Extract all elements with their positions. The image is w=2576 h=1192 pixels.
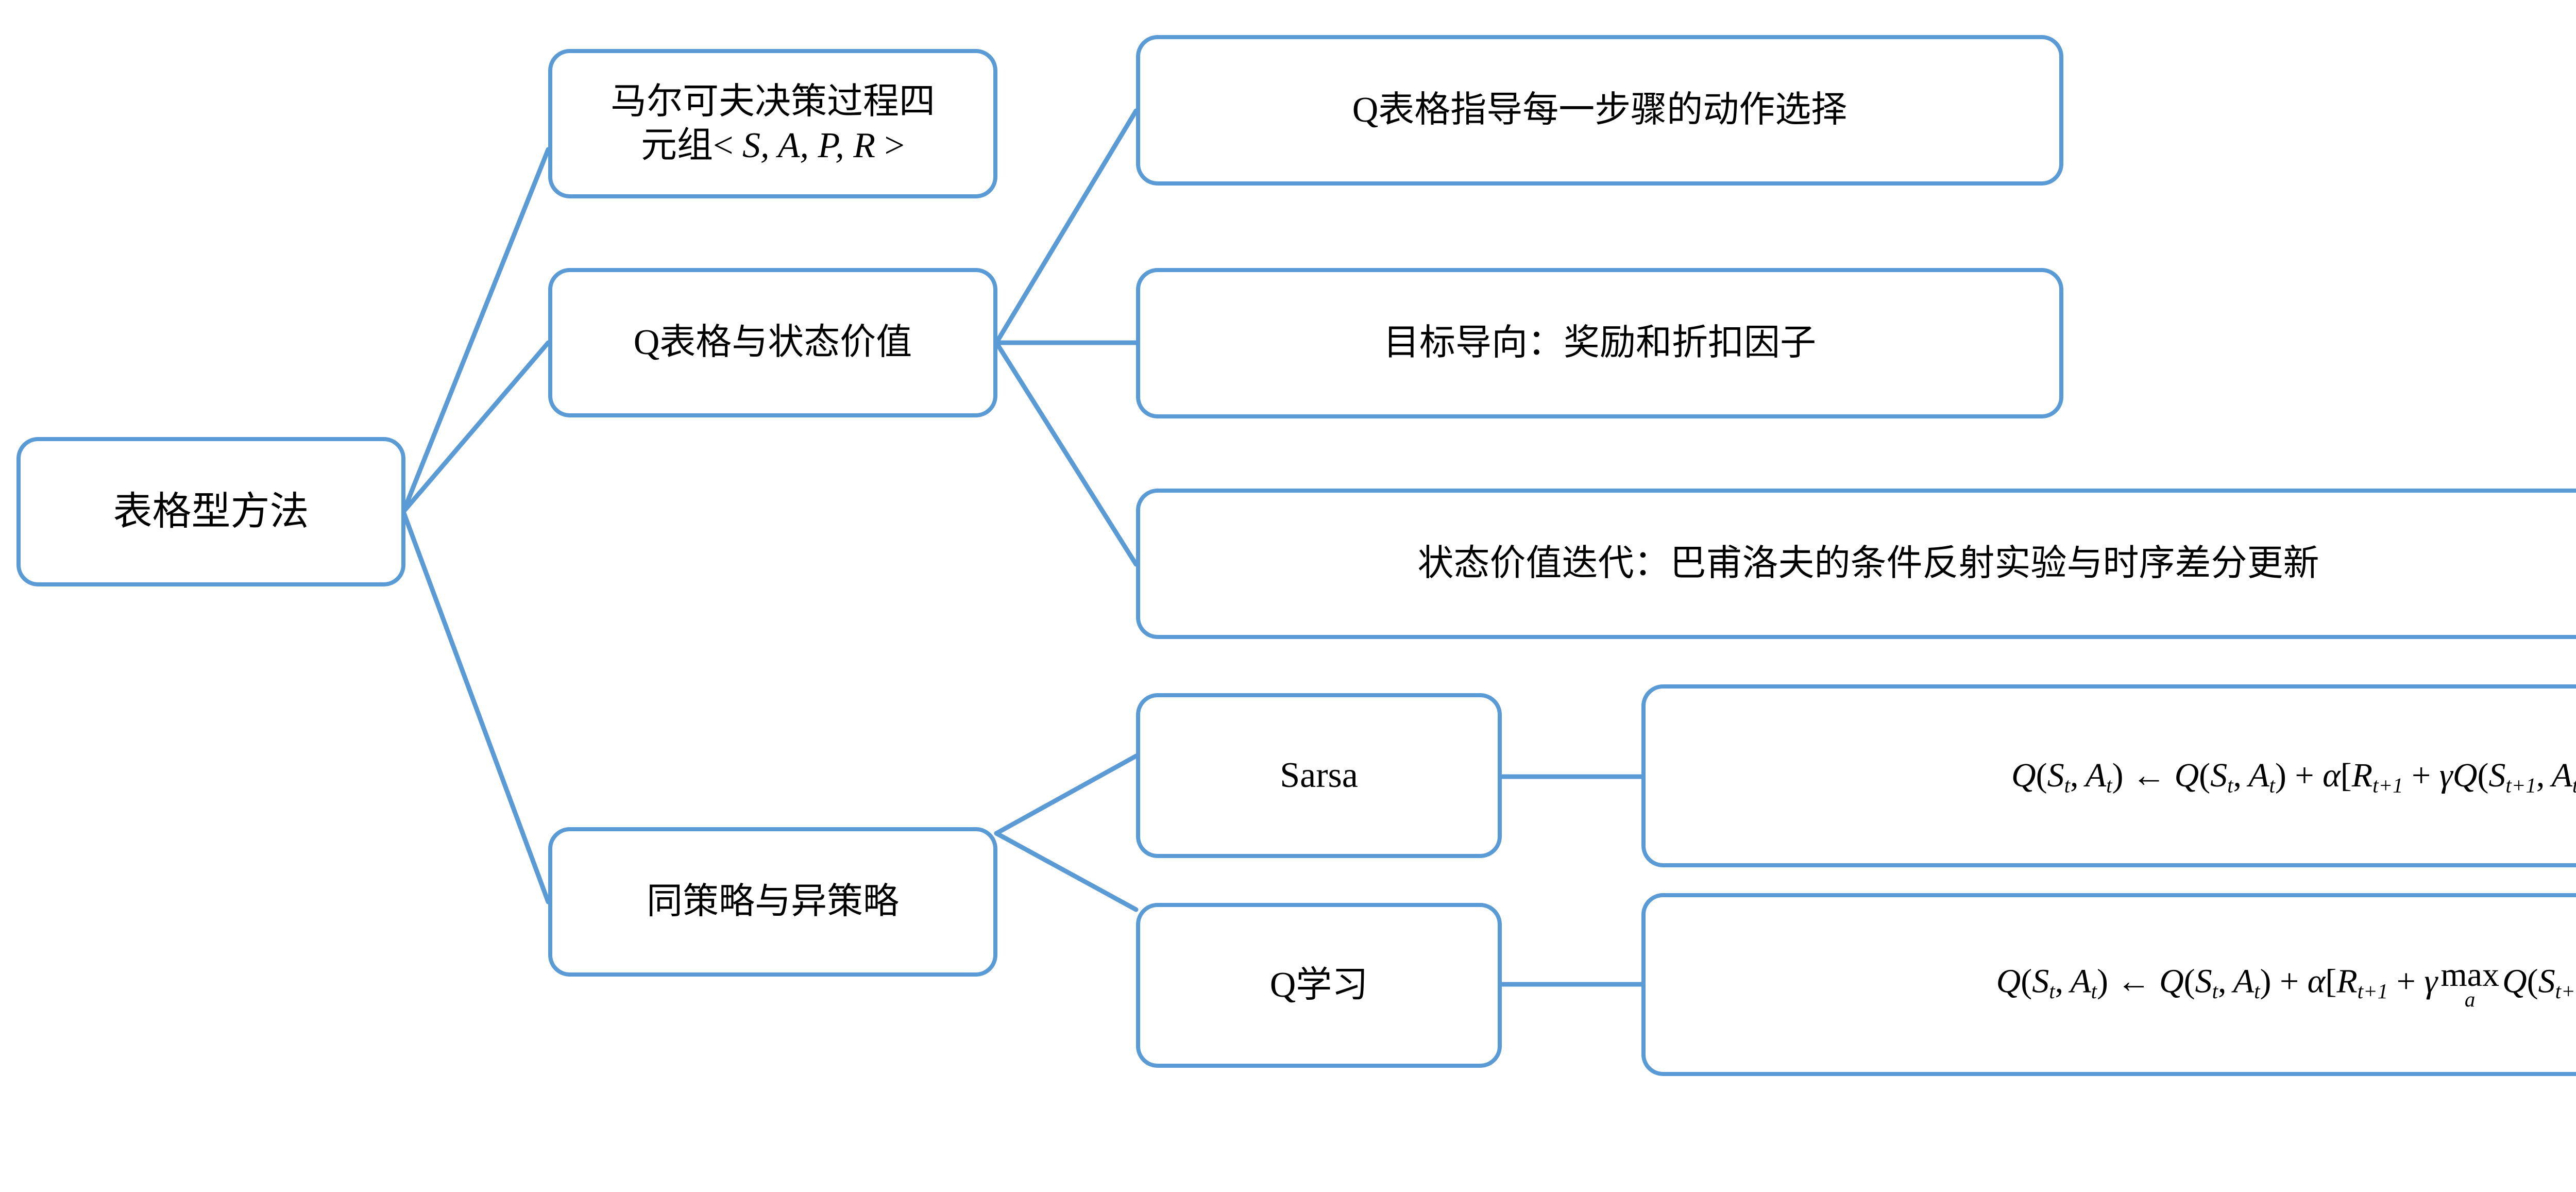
connector-root-to-onoff [401,509,551,904]
ql-tok-s1-sub: t [2049,980,2055,1003]
ql-tok-r: R [2336,962,2358,1000]
sarsa-tok-s2: S [2210,757,2228,795]
sarsa-tok-q3: Q [2452,757,2478,795]
sarsa-tok-r-sub: t+1 [2372,774,2403,797]
sarsa-tok-alpha: α [2323,757,2341,795]
sarsa-tok-s1: S [2047,757,2064,795]
ql-tok-q3: Q [2502,962,2527,1000]
ql-tok-a2: A [2233,962,2255,1000]
node-on-off-policy[interactable]: 同策略与异策略 [548,827,997,977]
node-q-table-state-value[interactable]: Q表格与状态价值 [548,268,997,417]
connector-onoff-to-qlearn [994,831,1139,912]
node-mdp-line2-prefix: 元组< [641,126,742,165]
ql-tok-s3-sub: t+1 [2555,980,2576,1003]
sarsa-tok-lb: [ [2340,757,2352,795]
sarsa-tok-a2: A [2248,757,2269,795]
node-root[interactable]: 表格型方法 [16,437,405,586]
node-q-learning-label: Q学习 [1269,965,1368,1005]
sarsa-tok-rp1: ) [2112,757,2124,795]
ql-tok-c2: , [2218,962,2227,1000]
sarsa-tok-r: R [2351,757,2373,795]
ql-tok-rp2: ) [2260,962,2272,1000]
node-sarsa-formula[interactable]: Q(St, At) ← Q(St, At) + α[Rt+1 + γQ(St+1… [1641,684,2576,867]
sarsa-tok-s3-sub: t+1 [2505,774,2536,797]
ql-tok-lb: [ [2325,962,2337,1000]
ql-tok-s2: S [2195,962,2212,1000]
node-sarsa-label: Sarsa [1280,756,1358,796]
ql-tok-a1-sub: t [2091,980,2097,1003]
node-mdp-label: 马尔可夫决策过程四 元组< S, A, P, R > [599,80,946,168]
ql-tok-s1: S [2032,962,2049,1000]
sarsa-tok-rp2: ) [2275,757,2286,795]
sarsa-tok-a3-sub: t+1 [2572,774,2576,797]
sarsa-tok-lp2: ( [2199,757,2211,795]
sarsa-tok-arrow: ← [2131,757,2166,795]
sarsa-tok-c1: , [2070,757,2079,795]
sarsa-tok-q1: Q [2011,757,2036,795]
ql-tok-max: max [2441,956,2499,994]
sarsa-tok-c2: , [2233,757,2242,795]
sarsa-tok-s1-sub: t [2064,774,2071,797]
node-mdp-line2: 元组< S, A, P, R > [641,126,905,165]
node-mdp[interactable]: 马尔可夫决策过程四 元组< S, A, P, R > [548,49,997,198]
ql-tok-c1: , [2055,962,2064,1000]
sarsa-tok-lp3: ( [2477,757,2489,795]
node-root-label: 表格型方法 [113,490,309,533]
node-state-value-iteration-label: 状态价值迭代：巴甫洛夫的条件反射实验与时序差分更新 [1417,544,2319,584]
ql-tok-lp3: ( [2527,962,2538,1000]
sarsa-formula-expression: Q(St, At) ← Q(St, At) + α[Rt+1 + γQ(St+1… [2000,755,2576,797]
ql-tok-a2-sub: t [2254,980,2260,1003]
node-on-off-policy-label: 同策略与异策略 [647,882,899,922]
ql-tok-s2-sub: t [2212,980,2218,1003]
node-q-table-action-label: Q表格指导每一步骤的动作选择 [1352,90,1848,130]
sarsa-tok-lp1: ( [2036,757,2047,795]
sarsa-tok-a2-sub: t [2269,774,2275,797]
node-state-value-iteration[interactable]: 状态价值迭代：巴甫洛夫的条件反射实验与时序差分更新 [1136,489,2576,639]
node-mdp-line1: 马尔可夫决策过程四 [611,81,935,122]
ql-tok-a1: A [2070,962,2091,1000]
connector-qtable-to-svi [994,340,1139,567]
node-sarsa[interactable]: Sarsa [1136,693,1502,858]
ql-tok-plus1: + [2279,962,2299,1000]
node-mdp-line2-suffix: > [875,126,905,165]
ql-tok-r-sub: t+1 [2357,980,2388,1003]
sarsa-tok-gamma: γ [2439,757,2453,795]
sarsa-tok-s2-sub: t [2227,774,2233,797]
sarsa-tok-q2: Q [2174,757,2199,795]
node-q-table-state-value-label: Q表格与状态价值 [633,323,912,363]
sarsa-tok-a3: A [2551,757,2572,795]
ql-tok-gamma: γ [2424,962,2438,1000]
ql-tok-arrow: ← [2116,962,2151,1000]
node-goal-oriented-label: 目标导向：奖励和折扣因子 [1383,323,1816,363]
ql-tok-lp2: ( [2183,962,2195,1000]
sarsa-tok-a1-sub: t [2106,774,2112,797]
ql-tok-alpha: α [2307,962,2326,1000]
ql-tok-lp1: ( [2021,962,2032,1000]
node-q-table-action[interactable]: Q表格指导每一步骤的动作选择 [1136,35,2063,186]
ql-tok-plus2: + [2396,962,2416,1000]
sarsa-tok-plus2: + [2412,757,2431,795]
ql-tok-q2: Q [2159,962,2184,1000]
connector-root-to-mdp [401,147,551,514]
ql-tok-max-sub: a [2464,988,2476,1012]
sarsa-tok-plus1: + [2295,757,2314,795]
sarsa-tok-c3: , [2536,757,2545,795]
sarsa-tok-a1: A [2085,757,2107,795]
node-mdp-line2-math: S, A, P, R [742,126,875,165]
node-q-learning[interactable]: Q学习 [1136,903,1502,1068]
ql-tok-q1: Q [1996,962,2021,1000]
connector-onoff-to-sarsa [994,753,1139,836]
sarsa-tok-s3: S [2488,757,2506,795]
node-goal-oriented[interactable]: 目标导向：奖励和折扣因子 [1136,268,2063,418]
ql-tok-s3: S [2538,962,2555,1000]
connector-qtable-to-action [994,108,1139,345]
connector-root-to-qtable [401,340,551,514]
ql-tok-rp1: ) [2097,962,2108,1000]
